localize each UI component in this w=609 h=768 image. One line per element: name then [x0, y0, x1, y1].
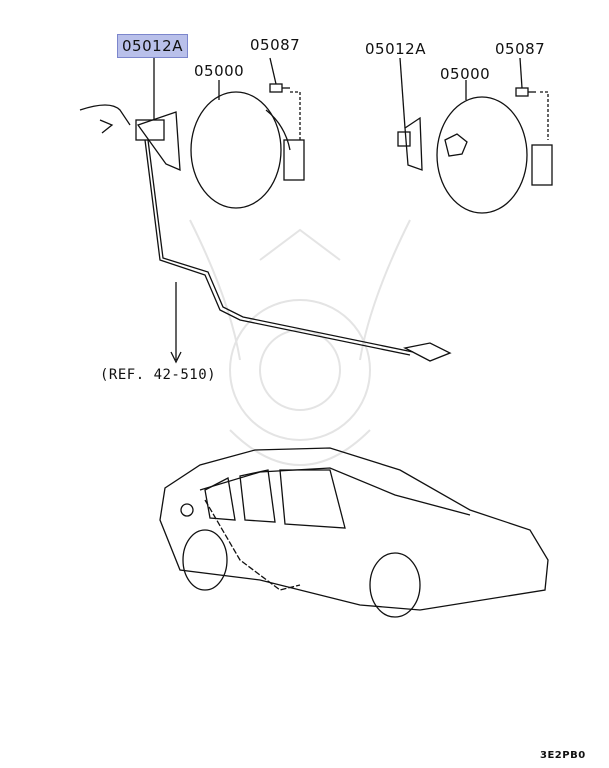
lid-opener-cable	[79, 104, 452, 362]
fuel-lid-left	[190, 91, 305, 209]
part-label-05012A-highlighted[interactable]: 05012A	[117, 34, 188, 58]
fuel-lid-right	[436, 96, 553, 214]
lid-opener-right	[397, 116, 423, 171]
car-outline	[159, 447, 549, 618]
part-label-05000-right[interactable]: 05000	[440, 65, 491, 83]
part-label-05087-left[interactable]: 05087	[250, 36, 301, 54]
part-label-05012A-right[interactable]: 05012A	[365, 40, 426, 58]
bolt-left	[269, 83, 290, 93]
leader-lines	[153, 57, 549, 364]
part-label-05087-right[interactable]: 05087	[495, 40, 546, 58]
diagram-code: 3E2PB0	[540, 750, 586, 761]
bolt-right	[515, 87, 536, 97]
watermark-logo	[189, 219, 411, 466]
part-label-05000-left[interactable]: 05000	[194, 62, 245, 80]
reference-label: (REF. 42-510)	[100, 367, 217, 383]
